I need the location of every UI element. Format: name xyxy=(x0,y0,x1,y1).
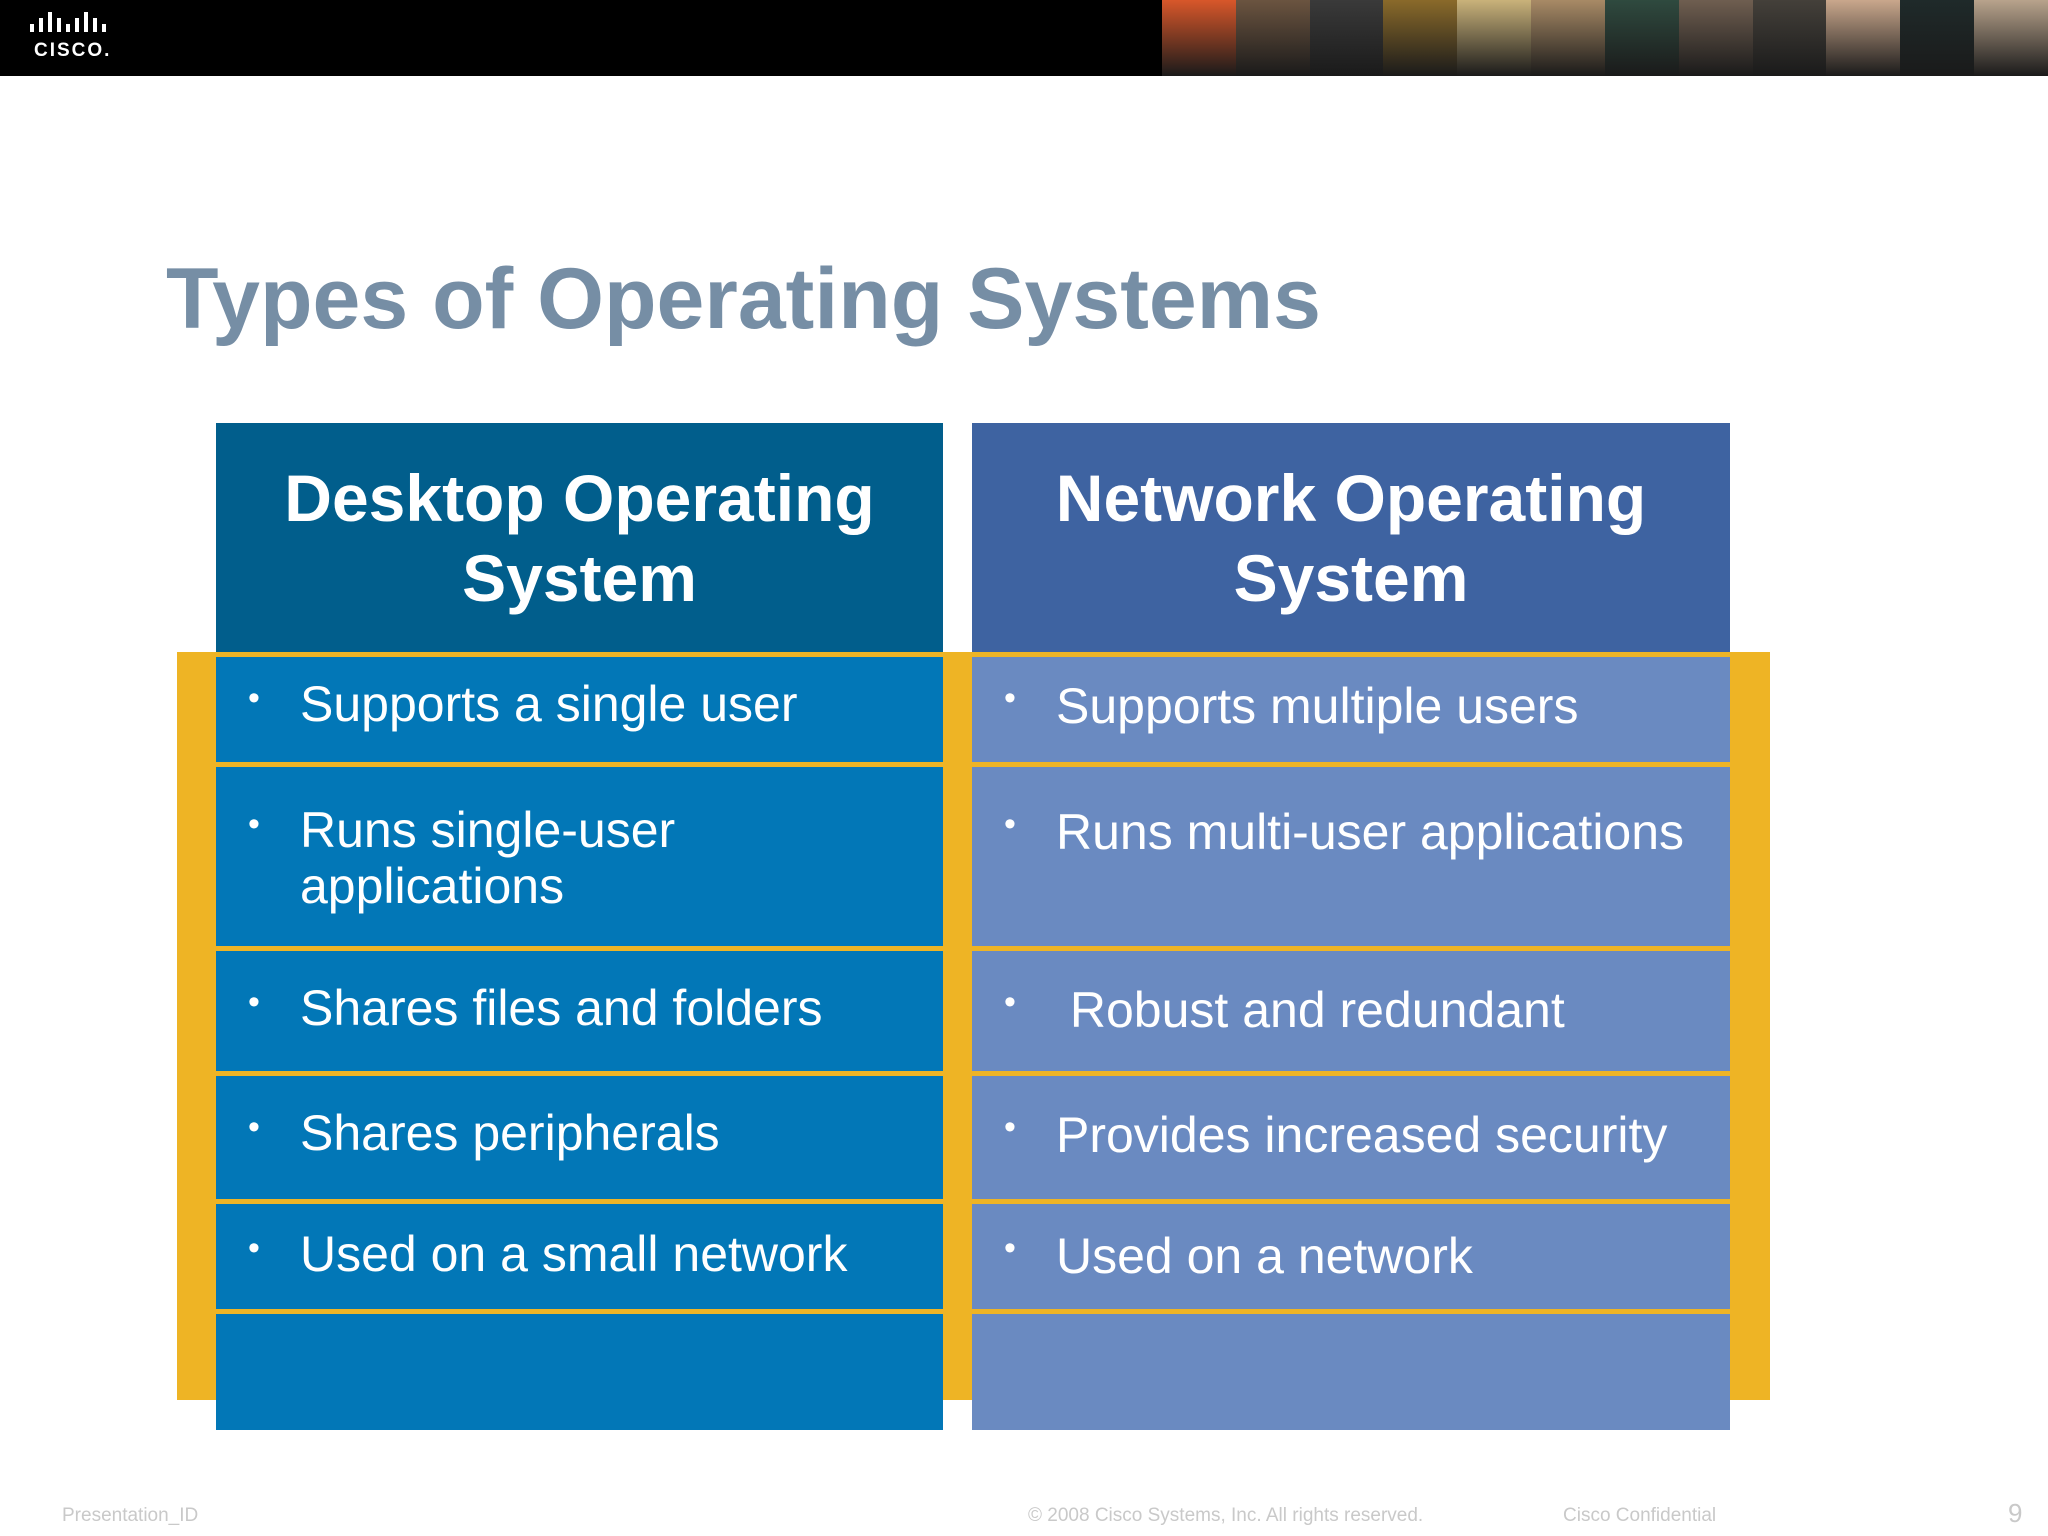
footer-copyright: © 2008 Cisco Systems, Inc. All rights re… xyxy=(1028,1505,1424,1526)
footer-confidential: Cisco Confidential xyxy=(1563,1505,1717,1526)
desktop-item-2: • Runs single-user applications xyxy=(216,762,943,946)
network-os-header: Network Operating System xyxy=(972,423,1730,652)
network-item-2-text: Runs multi-user applications xyxy=(1056,804,1685,860)
bullet-icon: • xyxy=(1004,805,1016,843)
desktop-os-header: Desktop Operating System xyxy=(216,423,943,652)
network-item-1-text: Supports multiple users xyxy=(1056,678,1579,734)
desktop-empty-cell xyxy=(216,1309,943,1430)
network-item-2: • Runs multi-user applications xyxy=(972,762,1730,946)
desktop-item-3: • Shares files and folders xyxy=(216,946,943,1071)
photo-tile xyxy=(1162,0,1236,76)
page-number: 9 xyxy=(2008,1498,2023,1528)
bullet-icon: • xyxy=(248,805,260,843)
desktop-item-1: • Supports a single user xyxy=(216,652,943,762)
cisco-logo: CISCO. xyxy=(30,12,130,68)
network-os-column: Network Operating System • Supports mult… xyxy=(972,423,1730,1430)
network-item-5: • Used on a network xyxy=(972,1199,1730,1309)
bullet-icon: • xyxy=(248,983,260,1021)
bullet-icon: • xyxy=(1004,1108,1016,1146)
photo-tile xyxy=(1900,0,1975,76)
bullet-icon: • xyxy=(1004,679,1016,717)
bullet-icon: • xyxy=(1004,1229,1016,1267)
photo-strip xyxy=(1162,0,2048,76)
page-title: Types of Operating Systems xyxy=(166,251,1321,347)
photo-tile xyxy=(1974,0,2048,76)
photo-tile xyxy=(1309,0,1384,76)
network-item-1: • Supports multiple users xyxy=(972,652,1730,762)
desktop-item-5-text: Used on a small network xyxy=(300,1226,848,1282)
desktop-item-5: • Used on a small network xyxy=(216,1199,943,1309)
bullet-icon: • xyxy=(1004,983,1016,1021)
photo-tile xyxy=(1752,0,1827,76)
photo-tile xyxy=(1457,0,1532,76)
photo-tile xyxy=(1678,0,1753,76)
desktop-item-1-text: Supports a single user xyxy=(300,676,798,732)
desktop-os-column: Desktop Operating System • Supports a si… xyxy=(216,423,943,1430)
cisco-bars-icon xyxy=(30,12,106,32)
cisco-logo-text: CISCO. xyxy=(34,40,112,61)
photo-tile xyxy=(1826,0,1901,76)
bullet-icon: • xyxy=(248,1108,260,1146)
desktop-item-4-text: Shares peripherals xyxy=(300,1105,720,1161)
top-banner: CISCO. xyxy=(0,0,2048,76)
network-item-4-text: Provides increased security xyxy=(1056,1107,1668,1163)
photo-tile xyxy=(1531,0,1605,76)
bullet-icon: • xyxy=(248,1229,260,1267)
photo-tile xyxy=(1604,0,1679,76)
photo-tile xyxy=(1383,0,1458,76)
desktop-item-4: • Shares peripherals xyxy=(216,1071,943,1199)
network-item-3-text: Robust and redundant xyxy=(1056,982,1565,1038)
photo-tile xyxy=(1235,0,1310,76)
network-item-3: • Robust and redundant xyxy=(972,946,1730,1071)
network-item-5-text: Used on a network xyxy=(1056,1228,1473,1284)
desktop-item-2-text: Runs single-user applications xyxy=(300,802,676,914)
network-item-4: • Provides increased security xyxy=(972,1071,1730,1199)
desktop-item-3-text: Shares files and folders xyxy=(300,980,823,1036)
network-empty-cell xyxy=(972,1309,1730,1430)
bullet-icon: • xyxy=(248,679,260,717)
desktop-os-heading: Desktop Operating System xyxy=(284,460,875,615)
footer-presentation-id: Presentation_ID xyxy=(62,1505,199,1526)
network-os-heading: Network Operating System xyxy=(1055,460,1647,615)
